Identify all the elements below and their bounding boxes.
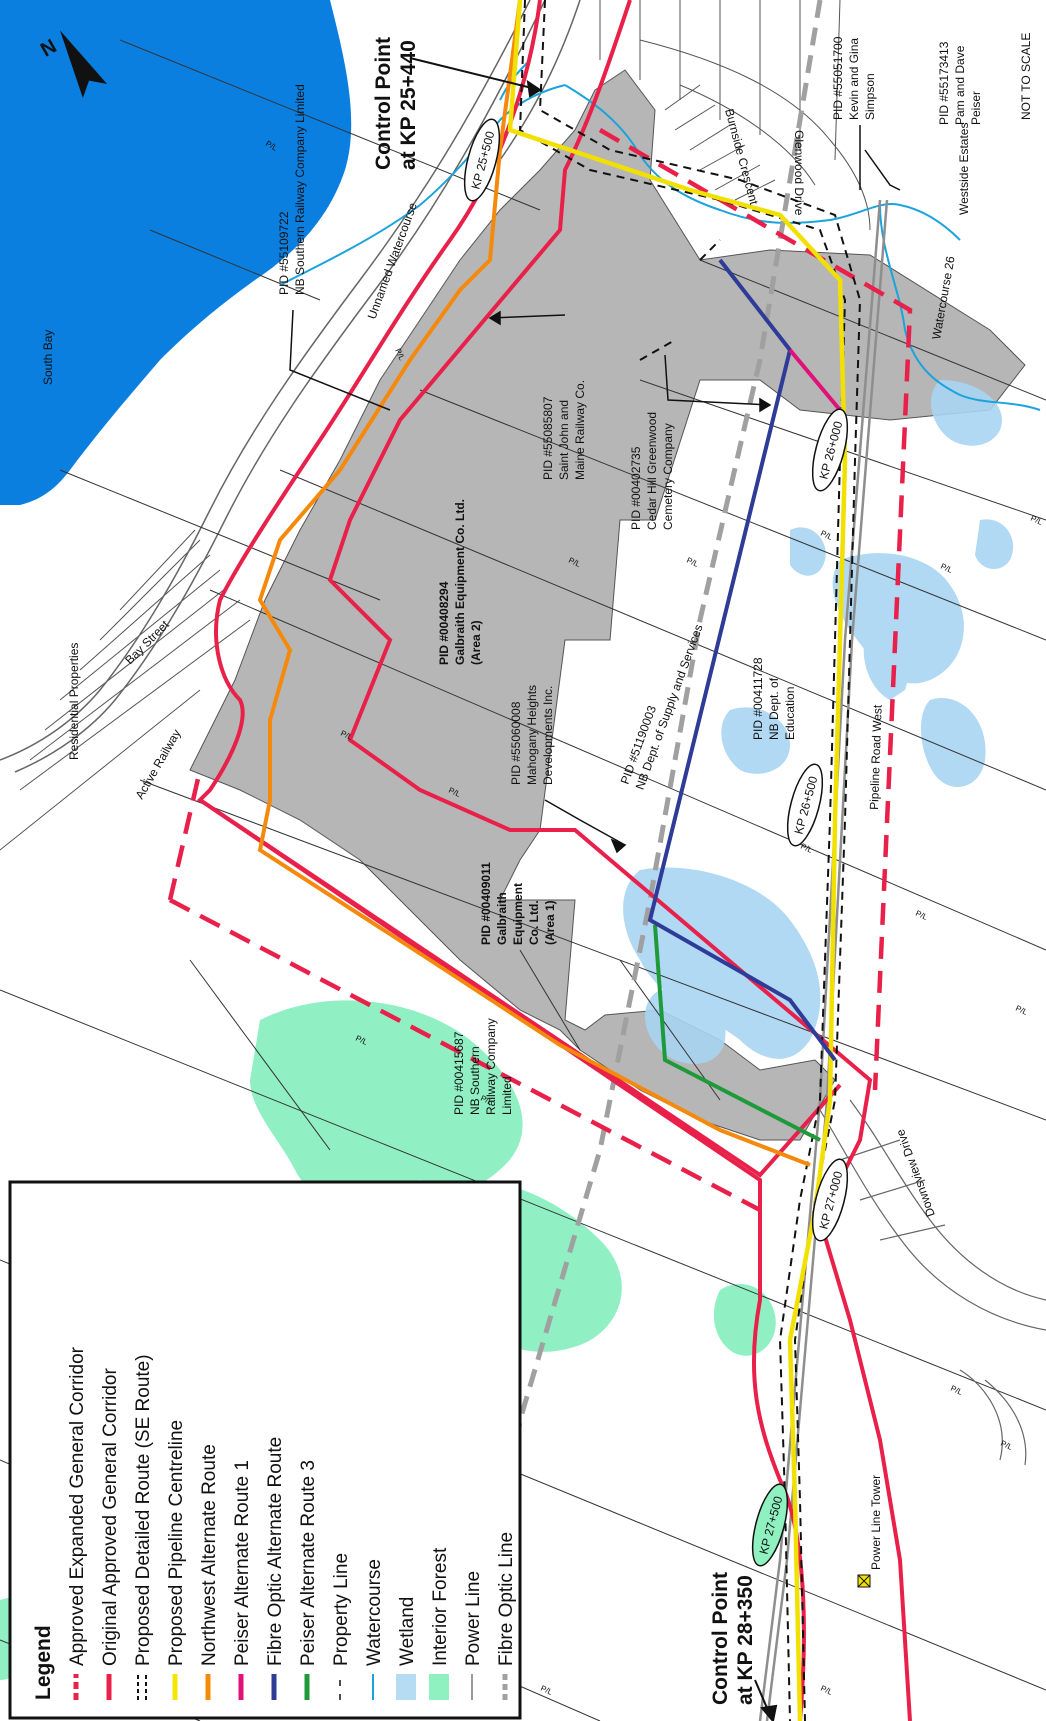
fibre-optic-line xyxy=(477,0,823,1721)
svg-text:PID #00408294: PID #00408294 xyxy=(437,581,451,665)
svg-text:Saint John and: Saint John and xyxy=(557,400,571,480)
pid-00409011-label: PID #00409011 Galbraith Equipment Co. Lt… xyxy=(479,862,557,945)
legend-item-label: Proposed Pipeline Centreline xyxy=(166,1420,187,1666)
control-point-labels: Control Point at KP 25+440 Control Point… xyxy=(372,37,757,1705)
svg-text:NB Southern Railway Company Li: NB Southern Railway Company Limited xyxy=(293,84,307,295)
peiser-alternate-route-3 xyxy=(653,924,821,1142)
active-railway xyxy=(0,0,581,773)
south-bay-label: South Bay xyxy=(41,330,55,385)
residential-label: Residential Properties xyxy=(67,643,81,760)
legend-symbol xyxy=(396,1674,416,1700)
svg-text:Equipment: Equipment xyxy=(511,883,525,945)
pid-00411728-label: PID #00411728 NB Dept. of Education xyxy=(751,657,797,740)
svg-text:PID #55051700: PID #55051700 xyxy=(831,36,845,120)
pid-55109722-label: PID #55109722 NB Southern Railway Compan… xyxy=(277,84,307,295)
svg-text:Education: Education xyxy=(783,687,797,740)
not-to-scale-label: NOT TO SCALE xyxy=(1019,33,1033,120)
westside-estates-label: Westside Estates xyxy=(957,123,971,215)
svg-text:Railway Company: Railway Company xyxy=(484,1018,498,1115)
pid-55060008-label: PID #55060008 Mahogany Heights Developme… xyxy=(509,685,555,785)
svg-text:PID #00415687: PID #00415687 xyxy=(452,1031,466,1115)
proposed-pipeline-centreline xyxy=(507,0,848,1721)
south-bay-water xyxy=(0,0,352,505)
svg-text:Mahogany Heights: Mahogany Heights xyxy=(525,685,539,785)
svg-text:Simpson: Simpson xyxy=(863,73,877,120)
pipeline-road-west-label: Pipeline Road West xyxy=(867,704,885,810)
pid-00408294-label: PID #00408294 Galbraith Equipment Co. Lt… xyxy=(437,499,483,665)
control-point-2-line1: Control Point xyxy=(709,1572,732,1705)
pid-labels: PID #55051700 Kevin and Gina Simpson PID… xyxy=(277,36,983,1115)
svg-text:PID #55173413: PID #55173413 xyxy=(937,41,951,125)
svg-text:Galbraith Equipment Co. Ltd.: Galbraith Equipment Co. Ltd. xyxy=(453,499,467,665)
legend-item-label: Property Line xyxy=(331,1553,352,1666)
glenwood-drive-label: Glenwood Drive xyxy=(792,130,806,216)
proposed-detailed-route xyxy=(518,0,862,1721)
legend-item-label: Power Line xyxy=(463,1571,484,1666)
kp-marker: KP 27+500 xyxy=(751,1483,789,1567)
pid-55173413-label: PID #55173413 Pam and Dave Peiser xyxy=(937,41,983,125)
legend-symbol xyxy=(429,1674,449,1700)
peiser-alternate-route-1 xyxy=(788,348,842,412)
control-point-1-line2: at KP 25+440 xyxy=(397,40,420,170)
residential-lots xyxy=(599,0,871,231)
legend-symbol xyxy=(137,1674,147,1700)
svg-text:PID #55085807: PID #55085807 xyxy=(541,396,555,480)
legend-title: Legend xyxy=(32,1625,55,1700)
svg-text:Kevin and Gina: Kevin and Gina xyxy=(847,38,861,120)
svg-text:Pam and Dave: Pam and Dave xyxy=(953,45,967,125)
svg-text:PID #00402735: PID #00402735 xyxy=(629,446,643,530)
svg-text:PID #00409011: PID #00409011 xyxy=(479,862,493,945)
pid-00415687-label: PID #00415687 NB Southern Railway Compan… xyxy=(452,1018,514,1115)
control-point-2-line2: at KP 28+350 xyxy=(734,1575,757,1705)
svg-text:Limited: Limited xyxy=(500,1076,514,1115)
pid-55085807-label: PID #55085807 Saint John and Maine Railw… xyxy=(541,380,587,480)
legend-item-label: Peiser Alternate Route 3 xyxy=(298,1460,319,1666)
svg-text:(Area 1): (Area 1) xyxy=(543,900,557,945)
legend-item-label: Watercourse xyxy=(364,1559,385,1666)
svg-text:Co. Ltd.: Co. Ltd. xyxy=(527,900,541,945)
original-general-corridor xyxy=(196,0,912,1721)
power-line-tower-label: Power Line Tower xyxy=(869,1475,883,1570)
legend: Legend Approved Expanded General Corridor… xyxy=(8,1180,522,1720)
legend-item-label: Fibre Optic Alternate Route xyxy=(265,1437,286,1666)
legend-item-label: Wetland xyxy=(397,1597,418,1666)
legend-item-label: Northwest Alternate Route xyxy=(199,1444,220,1666)
northwest-alternate-route xyxy=(257,0,811,1167)
control-point-1-line1: Control Point xyxy=(372,37,395,170)
legend-item-label: Peiser Alternate Route 1 xyxy=(232,1460,253,1666)
svg-text:Peiser: Peiser xyxy=(969,91,983,125)
power-line-tower-icon xyxy=(857,1574,871,1588)
legend-item-label: Interior Forest xyxy=(430,1547,451,1666)
svg-text:NB Southern: NB Southern xyxy=(468,1046,482,1115)
legend-box xyxy=(8,1180,522,1720)
legend-item-label: Original Approved General Corridor xyxy=(100,1368,121,1666)
svg-text:Cedar Hill Greenwood: Cedar Hill Greenwood xyxy=(645,412,659,530)
svg-text:Galbraith: Galbraith xyxy=(495,892,509,945)
fibre-optic-alternate-route xyxy=(647,258,837,1062)
svg-text:PID #55060008: PID #55060008 xyxy=(509,701,523,785)
pid-00402735-label: PID #00402735 Cedar Hill Greenwood Cemet… xyxy=(629,412,675,530)
legend-item-label: Proposed Detailed Route (SE Route) xyxy=(133,1354,154,1666)
svg-text:NB Dept. of: NB Dept. of xyxy=(767,677,781,740)
control-point-arrows xyxy=(409,57,778,1721)
legend-item-label: Fibre Optic Line xyxy=(496,1532,517,1666)
svg-text:PID #55109722: PID #55109722 xyxy=(277,211,291,295)
svg-text:PID #00411728: PID #00411728 xyxy=(751,657,765,740)
expanded-general-corridor xyxy=(167,128,913,1212)
svg-text:Developments Inc.: Developments Inc. xyxy=(541,686,555,785)
svg-text:(Area 2): (Area 2) xyxy=(469,620,483,665)
pid-55051700-label: PID #55051700 Kevin and Gina Simpson xyxy=(831,36,877,120)
legend-items: Legend Approved Expanded General Corridor… xyxy=(32,1346,517,1700)
svg-text:Cemetery Company: Cemetery Company xyxy=(661,423,675,530)
legend-item-label: Approved Expanded General Corridor xyxy=(67,1346,88,1666)
pid-leader-lines xyxy=(289,125,901,854)
svg-text:Maine Railway Co.: Maine Railway Co. xyxy=(573,380,587,480)
